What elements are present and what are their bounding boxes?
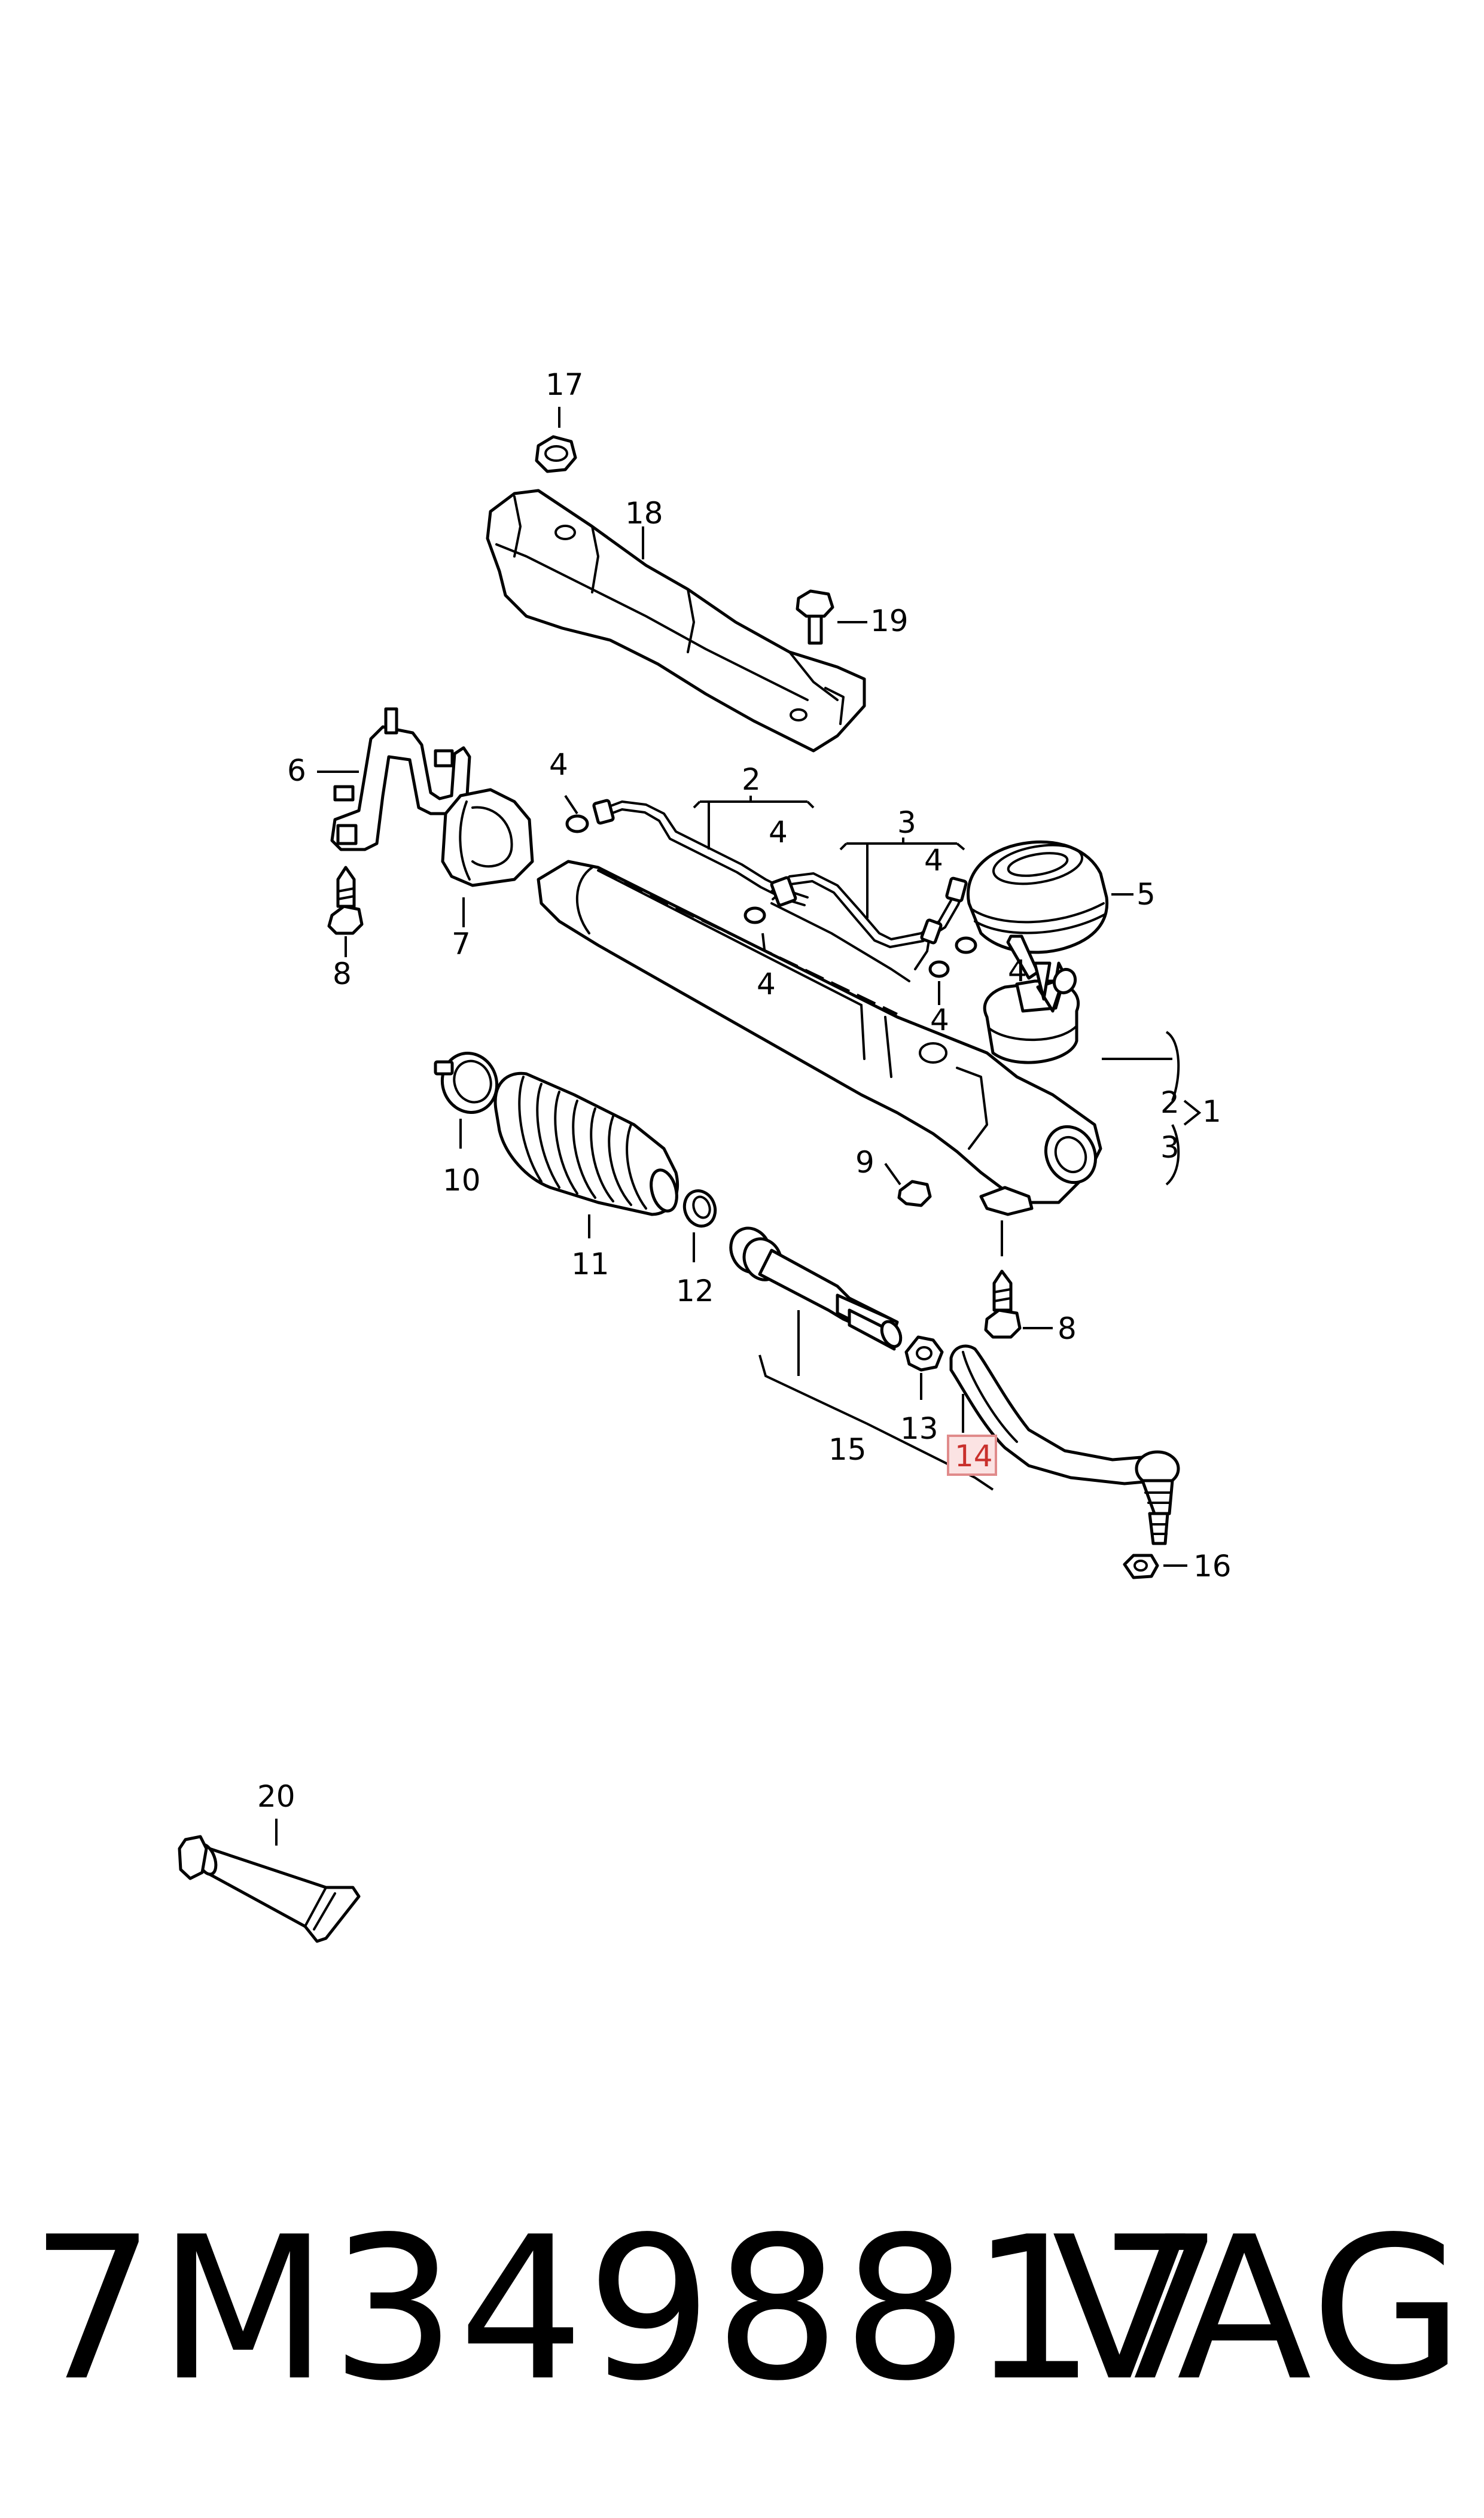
callout-2-top: 2: [742, 762, 761, 797]
callout-10: 10: [443, 1163, 481, 1198]
part-13-nut: [904, 1335, 944, 1400]
part-10-clamp: [434, 1052, 499, 1149]
callout-bracket-3-4: [839, 838, 965, 918]
callout-4-under-2: 4: [769, 815, 788, 850]
part-11-boot: [493, 1071, 679, 1238]
callout-18: 18: [625, 496, 663, 531]
steering-rack-exploded-diagram: 17 18 19 6 4 2 4 3 4 5 4 4 4 7 8 2 1 3 9…: [178, 367, 1232, 1943]
part-12-clamp: [682, 1189, 717, 1262]
callout-bracket-2-4: [693, 796, 815, 850]
callout-labels: 17 18 19 6 4 2 4 3 4 5 4 4 4 7 8 2 1 3 9…: [257, 367, 1232, 1814]
part-9-nut: [884, 1162, 932, 1207]
callout-2-right: 2: [1160, 1085, 1180, 1120]
callout-4-mid-right: 4: [1008, 954, 1027, 988]
callout-4-under-3: 4: [924, 843, 943, 878]
callout-6: 6: [287, 753, 306, 788]
callout-3-top: 3: [897, 805, 916, 840]
part-15-tie-rod: [729, 1226, 994, 1491]
part-number: 7M3498817: [30, 2194, 1227, 2424]
part-17-nut: [535, 407, 577, 473]
part-7-bush: [441, 788, 534, 927]
callout-4-mid-lower: 4: [930, 1003, 949, 1037]
part-4-seals: [743, 906, 977, 1005]
part-8-bolt-left: [327, 866, 364, 957]
part-16-nut: [1123, 1554, 1187, 1579]
part-14-tie-rod-end: [949, 1344, 1180, 1545]
callout-19: 19: [870, 604, 909, 638]
part-20-grease-tube: [178, 1819, 361, 1943]
pressure-lines: [592, 799, 968, 982]
callout-3-right: 3: [1160, 1130, 1180, 1165]
callout-8-right: 8: [1058, 1311, 1077, 1346]
part-6-bracket: [317, 707, 471, 851]
callout-4-mid-left: 4: [757, 967, 776, 1001]
callout-20: 20: [257, 1779, 295, 1814]
part-5-boot: [967, 840, 1133, 954]
callout-5: 5: [1136, 877, 1156, 912]
callout-16: 16: [1193, 1549, 1232, 1584]
footer: 7M3498817 VAG: [0, 2184, 1484, 2435]
part-8-bolt-right: [984, 1220, 1053, 1339]
callout-14-highlight-box: [947, 1435, 997, 1476]
callout-14: 14: [955, 1439, 993, 1473]
part-4-seal-top-left: [564, 794, 589, 833]
brand: VAG: [1052, 2194, 1466, 2424]
callout-9: 9: [855, 1145, 874, 1180]
callout-17: 17: [546, 367, 584, 402]
callout-12: 12: [676, 1274, 714, 1308]
callout-15: 15: [828, 1432, 867, 1467]
part-19-bolt: [796, 589, 867, 645]
callout-1: 1: [1202, 1094, 1221, 1129]
part-18-heat-shield: [486, 489, 866, 753]
callout-8-left: 8: [333, 957, 352, 991]
callout-11: 11: [571, 1247, 610, 1281]
callout-4-top-left: 4: [549, 747, 568, 782]
part-1-steering-rack: [537, 860, 1172, 1216]
callout-7: 7: [452, 927, 471, 961]
callout-13: 13: [900, 1411, 938, 1446]
callout-bracket-1-2-3: [1165, 1031, 1202, 1186]
